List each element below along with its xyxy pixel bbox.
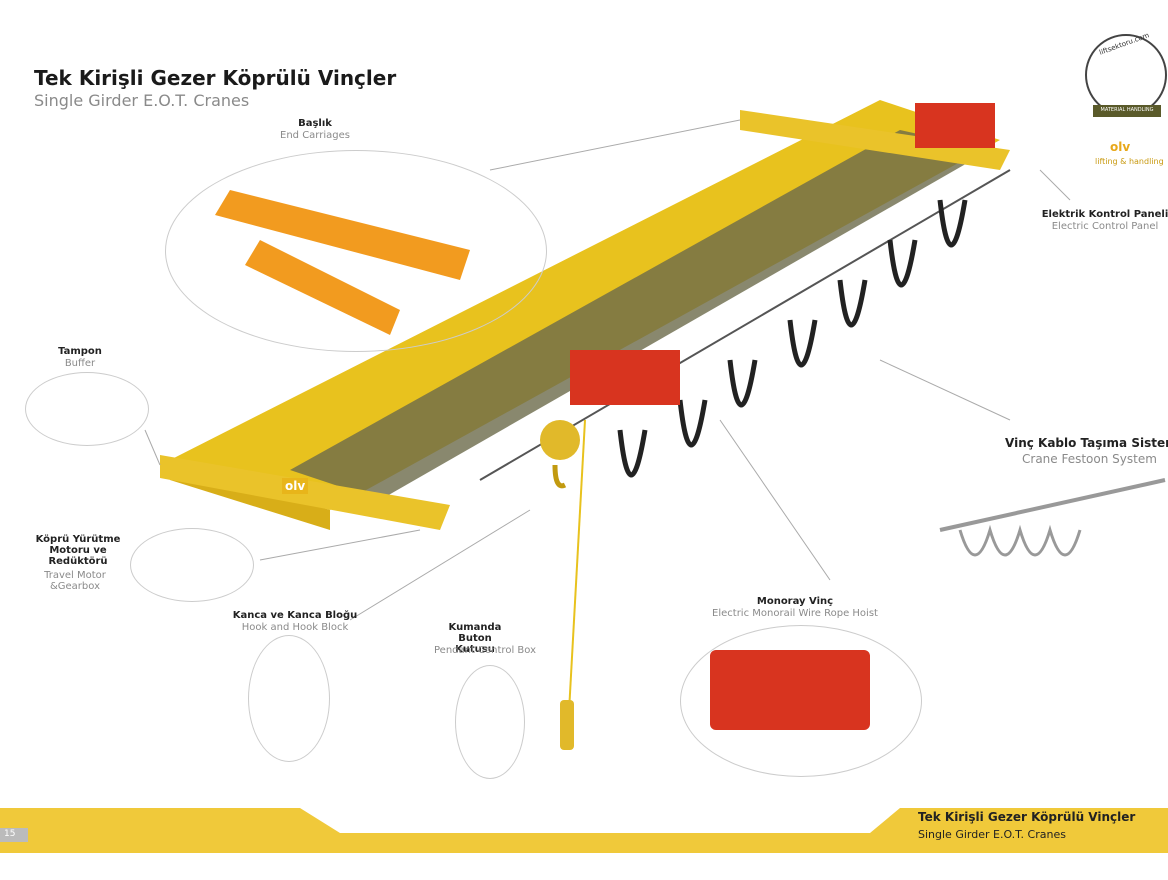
control-cabinet (915, 103, 995, 148)
pendant-label-en: Pendant Control Box (434, 645, 536, 656)
footer-title-tr: Tek Kirişli Gezer Köprülü Vinçler (918, 810, 1136, 824)
page-title: Tek Kirişli Gezer Köprülü Vinçler (34, 66, 397, 90)
buffer-label-en: Buffer (64, 358, 96, 369)
badge-ribbon: MATERIAL HANDLING (1100, 107, 1154, 113)
brand-tagline: lifting & handling (1095, 157, 1164, 166)
monorail-label-tr: Monoray Vinç (756, 596, 834, 607)
festoon-label-tr: Vinç Kablo Taşıma Sistemi (1005, 436, 1168, 450)
panel-label-tr: Elektrik Kontrol Paneli (1041, 209, 1168, 220)
girder-logo: olv (282, 478, 309, 494)
hook-label-tr: Kanca ve Kanca Bloğu (232, 610, 358, 621)
motor-label-en: Travel Motor &Gearbox (44, 570, 106, 592)
pendant-on-crane (560, 700, 574, 750)
girder-web (290, 130, 990, 500)
footer-title-en: Single Girder E.O.T. Cranes (918, 828, 1066, 841)
footer-band (0, 808, 1168, 853)
hoist (570, 350, 680, 405)
motor-label-tr: Köprü Yürütme Motoru ve Redüktörü (35, 534, 121, 567)
hook-ellipse (248, 635, 330, 762)
end-carriage-far (740, 110, 1010, 170)
monorail-ellipse (680, 625, 922, 777)
pendant-ellipse (455, 665, 525, 779)
page-number: 15 (4, 829, 16, 839)
hook-label-en: Hook and Hook Block (241, 622, 349, 633)
panel-label-en: Electric Control Panel (1051, 221, 1159, 232)
buffer-ellipse (25, 372, 149, 446)
page-subtitle: Single Girder E.O.T. Cranes (34, 91, 250, 110)
motor-ellipse (130, 528, 254, 602)
festoon-label-en: Crane Festoon System (1022, 452, 1157, 466)
hook-block (540, 420, 580, 460)
end-carriages-label-en: End Carriages (280, 130, 350, 141)
brand-logo: olv (1110, 140, 1131, 154)
pendant-label-tr: Kumanda Buton Kutusu (448, 622, 502, 655)
end-carriages-label-tr: Başlık (298, 118, 332, 129)
monorail-label-en: Electric Monorail Wire Rope Hoist (712, 608, 878, 619)
festoon-cables (617, 199, 968, 478)
end-carriages-ellipse (165, 150, 547, 352)
buffer-label-tr: Tampon (58, 346, 102, 357)
